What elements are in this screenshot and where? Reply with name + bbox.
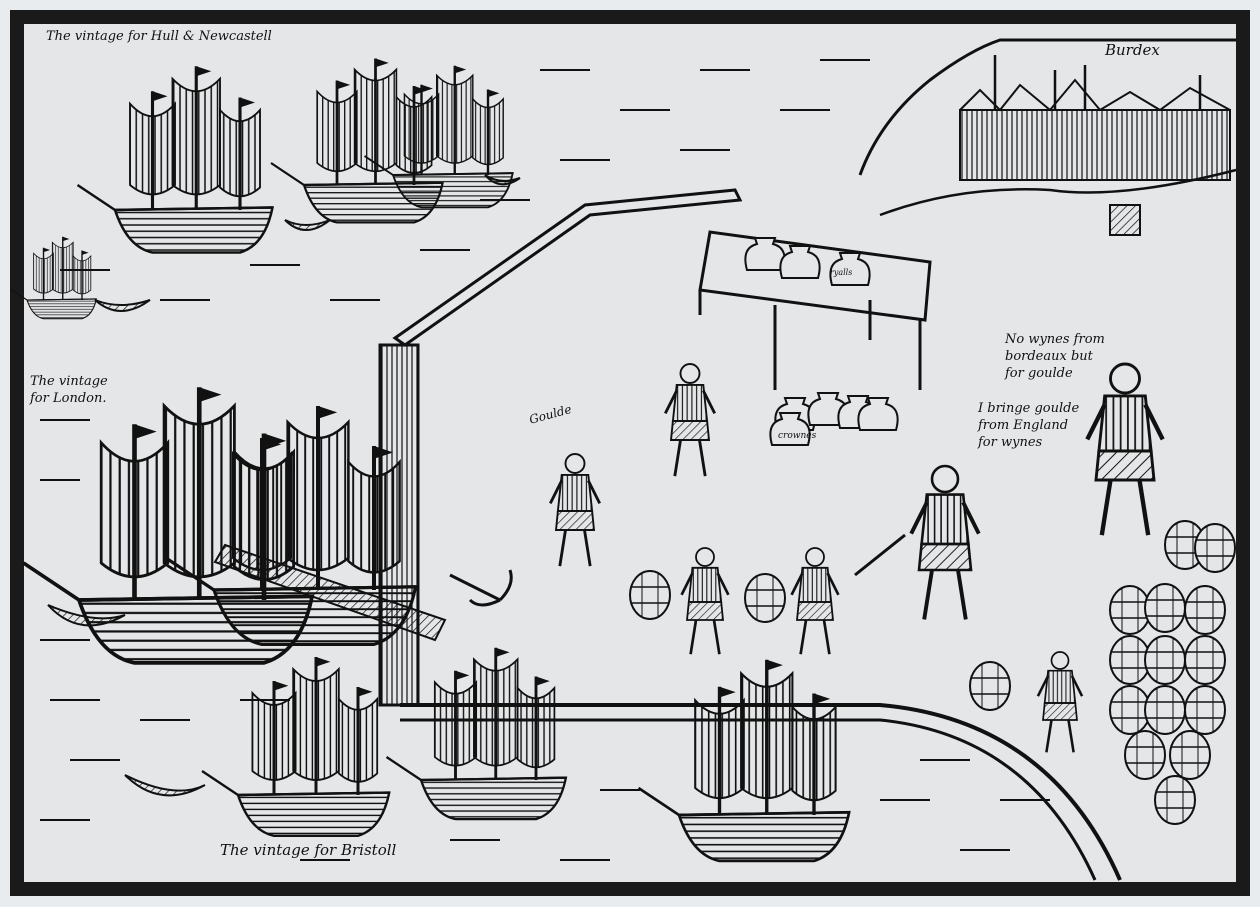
barrel-icon — [629, 570, 671, 620]
caption-bristol: The vintage for Bristoll — [220, 841, 397, 859]
caption-i-bring-1: I bringe goulde — [977, 401, 1079, 416]
caption-i-bring-2: from England — [977, 418, 1068, 433]
caption-no-wines-3: for goulde — [1004, 366, 1073, 381]
water-waves — [40, 59, 1050, 861]
hill-scrub — [879, 168, 1237, 217]
shoreline-hill — [858, 38, 1236, 176]
anchor-icon — [449, 569, 513, 607]
caption-no-wines-1: No wynes from — [1004, 332, 1105, 347]
caption-hull: The vintage for Hull & Newcastell — [46, 29, 272, 44]
quay-front — [400, 703, 1122, 881]
bag-label-crownes: crownes — [778, 431, 817, 441]
caption-london-2: for London. — [29, 391, 106, 406]
caption-burdex: Burdex — [1104, 41, 1160, 59]
caption-london-1: The vintage — [30, 374, 108, 389]
rowboat — [284, 219, 331, 231]
quay-wall — [392, 188, 743, 347]
sword — [854, 533, 906, 577]
barrel-icon — [1154, 775, 1196, 825]
rowboat — [47, 604, 126, 627]
caption-no-wines-2: bordeaux but — [1005, 349, 1094, 364]
rowboat — [94, 299, 151, 312]
gangplank — [213, 543, 447, 642]
town-icon — [959, 55, 1231, 236]
bag-label-ryalls: ryalls — [830, 268, 852, 277]
rowboat — [484, 174, 521, 186]
barrel-icon — [744, 573, 786, 623]
caption-i-bring-3: for wynes — [977, 435, 1043, 450]
rowboat — [124, 774, 206, 797]
barrel-icon — [969, 661, 1011, 711]
